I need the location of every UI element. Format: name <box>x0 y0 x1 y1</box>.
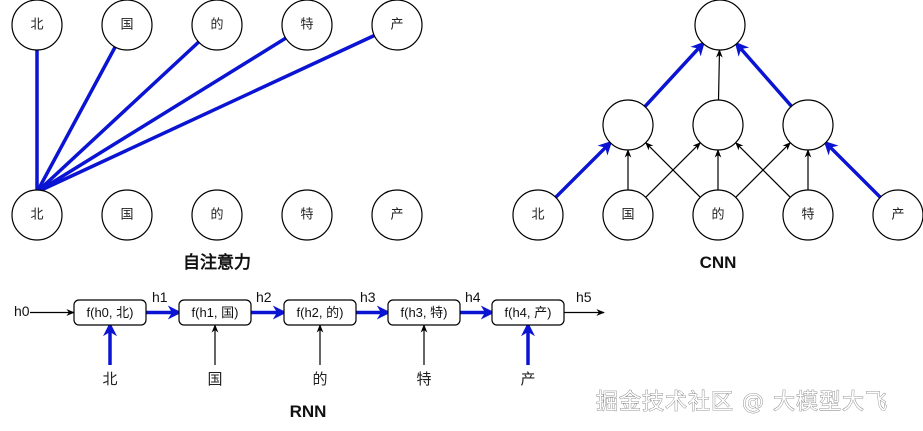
self-attention-edge <box>35 40 200 194</box>
self-attention-top-node-label: 特 <box>300 18 313 33</box>
self-attention-diagram: 北国的特产 北国的特产 自注意力 <box>11 0 423 272</box>
self-attention-title: 自注意力 <box>183 252 251 272</box>
self-attention-top-node-label: 国 <box>120 18 133 33</box>
rnn-hidden-label: h1 <box>152 289 168 305</box>
self-attention-edges <box>35 33 376 194</box>
rnn-cell-box <box>73 299 147 326</box>
self-attention-top-node-label: 北 <box>30 18 43 33</box>
self-attention-bottom-nodes: 北国的特产 <box>11 189 423 241</box>
rnn-title: RNN <box>290 402 327 421</box>
self-attention-bottom-node <box>191 189 243 241</box>
cnn-input-node-label: 的 <box>711 207 724 223</box>
self-attention-bottom-node-label: 北 <box>30 208 43 223</box>
rnn-cell-box <box>283 299 357 326</box>
cnn-title: CNN <box>700 253 737 272</box>
rnn-edges <box>30 305 605 365</box>
watermark: 掘金技术社区 @ 大模型大飞 <box>596 390 888 415</box>
cnn-edges <box>554 41 882 199</box>
cnn-input-node-label: 产 <box>891 208 904 223</box>
self-attention-bottom-node-label: 的 <box>210 207 223 223</box>
rnn-input-label: 北 <box>102 370 117 388</box>
rnn-cell-label: f(h3, 特) <box>401 305 448 320</box>
cnn-edge-input-hidden <box>645 142 701 198</box>
self-attention-bottom-node-label: 特 <box>300 208 313 223</box>
rnn-hidden-label: h3 <box>360 289 376 305</box>
rnn-diagram: f(h0, 北) f(h1, 国) f(h2, 的) f(h3, 特) f(h4, 产)… <box>14 289 605 421</box>
rnn-cell-box <box>387 299 461 326</box>
cnn-input-node-label: 国 <box>621 208 634 223</box>
cnn-input-node <box>692 189 744 241</box>
cnn-input-node <box>872 189 923 241</box>
self-attention-top-node <box>101 0 153 51</box>
rnn-cell-label: f(h2, 的) <box>297 305 344 320</box>
rnn-hidden-labels: h0 h1 h2 h3 h4 h5 <box>14 289 592 319</box>
self-attention-edge <box>35 46 117 193</box>
cnn-edge-input-hidden <box>554 140 613 199</box>
cnn-input-node <box>782 189 834 241</box>
cnn-edge-hidden-output <box>734 41 793 108</box>
self-attention-edge <box>36 36 287 194</box>
rnn-cell-label: f(h1, 国) <box>192 305 239 320</box>
cnn-input-node <box>602 189 654 241</box>
cnn-edge-hidden-output <box>643 41 705 108</box>
self-attention-bottom-node <box>101 189 153 241</box>
cnn-input-node-label: 北 <box>531 208 544 223</box>
cnn-hidden-node <box>602 99 654 151</box>
self-attention-bottom-node <box>281 189 333 241</box>
rnn-hidden-label: h4 <box>465 289 481 305</box>
rnn-input-labels: 北国的特产 <box>102 370 535 388</box>
cnn-input-node <box>512 189 564 241</box>
rnn-cell-box <box>178 299 252 326</box>
rnn-input-label: 国 <box>207 370 222 388</box>
self-attention-bottom-node-label: 国 <box>120 208 133 223</box>
rnn-cells: f(h0, 北) f(h1, 国) f(h2, 的) f(h3, 特) f(h4, 产) <box>73 299 565 326</box>
rnn-hidden-label: h5 <box>576 289 592 305</box>
rnn-hidden-label: h0 <box>14 303 30 319</box>
self-attention-top-node <box>11 0 63 51</box>
cnn-diagram: 北 国 的 特 产 CNN <box>512 0 923 272</box>
rnn-input-label: 的 <box>312 370 327 388</box>
cnn-edge-input-hidden <box>735 142 791 198</box>
rnn-cell-label: f(h0, 北) <box>87 305 134 320</box>
self-attention-top-nodes: 北国的特产 <box>11 0 423 51</box>
self-attention-top-node-label: 的 <box>210 17 223 33</box>
rnn-input-label: 产 <box>520 370 535 388</box>
cnn-hidden-node <box>692 99 744 151</box>
cnn-edge-input-hidden <box>823 140 882 199</box>
self-attention-bottom-node <box>371 189 423 241</box>
cnn-output-node <box>694 0 746 51</box>
rnn-hidden-label: h2 <box>256 289 272 305</box>
self-attention-top-node-label: 产 <box>390 18 403 33</box>
self-attention-top-node <box>371 0 423 51</box>
cnn-input-node-label: 特 <box>801 208 814 223</box>
cnn-edge-hidden-output <box>715 49 723 101</box>
self-attention-top-node <box>191 0 243 51</box>
self-attention-edge <box>36 33 376 194</box>
rnn-input-label: 特 <box>416 370 431 388</box>
self-attention-top-node <box>281 0 333 51</box>
self-attention-bottom-node <box>11 189 63 241</box>
cnn-nodes: 北国的特产 <box>512 0 923 241</box>
cnn-hidden-node <box>782 99 834 151</box>
rnn-cell-box <box>491 299 565 326</box>
rnn-cell-label: f(h4, 产) <box>505 305 552 320</box>
self-attention-bottom-node-label: 产 <box>390 208 403 223</box>
